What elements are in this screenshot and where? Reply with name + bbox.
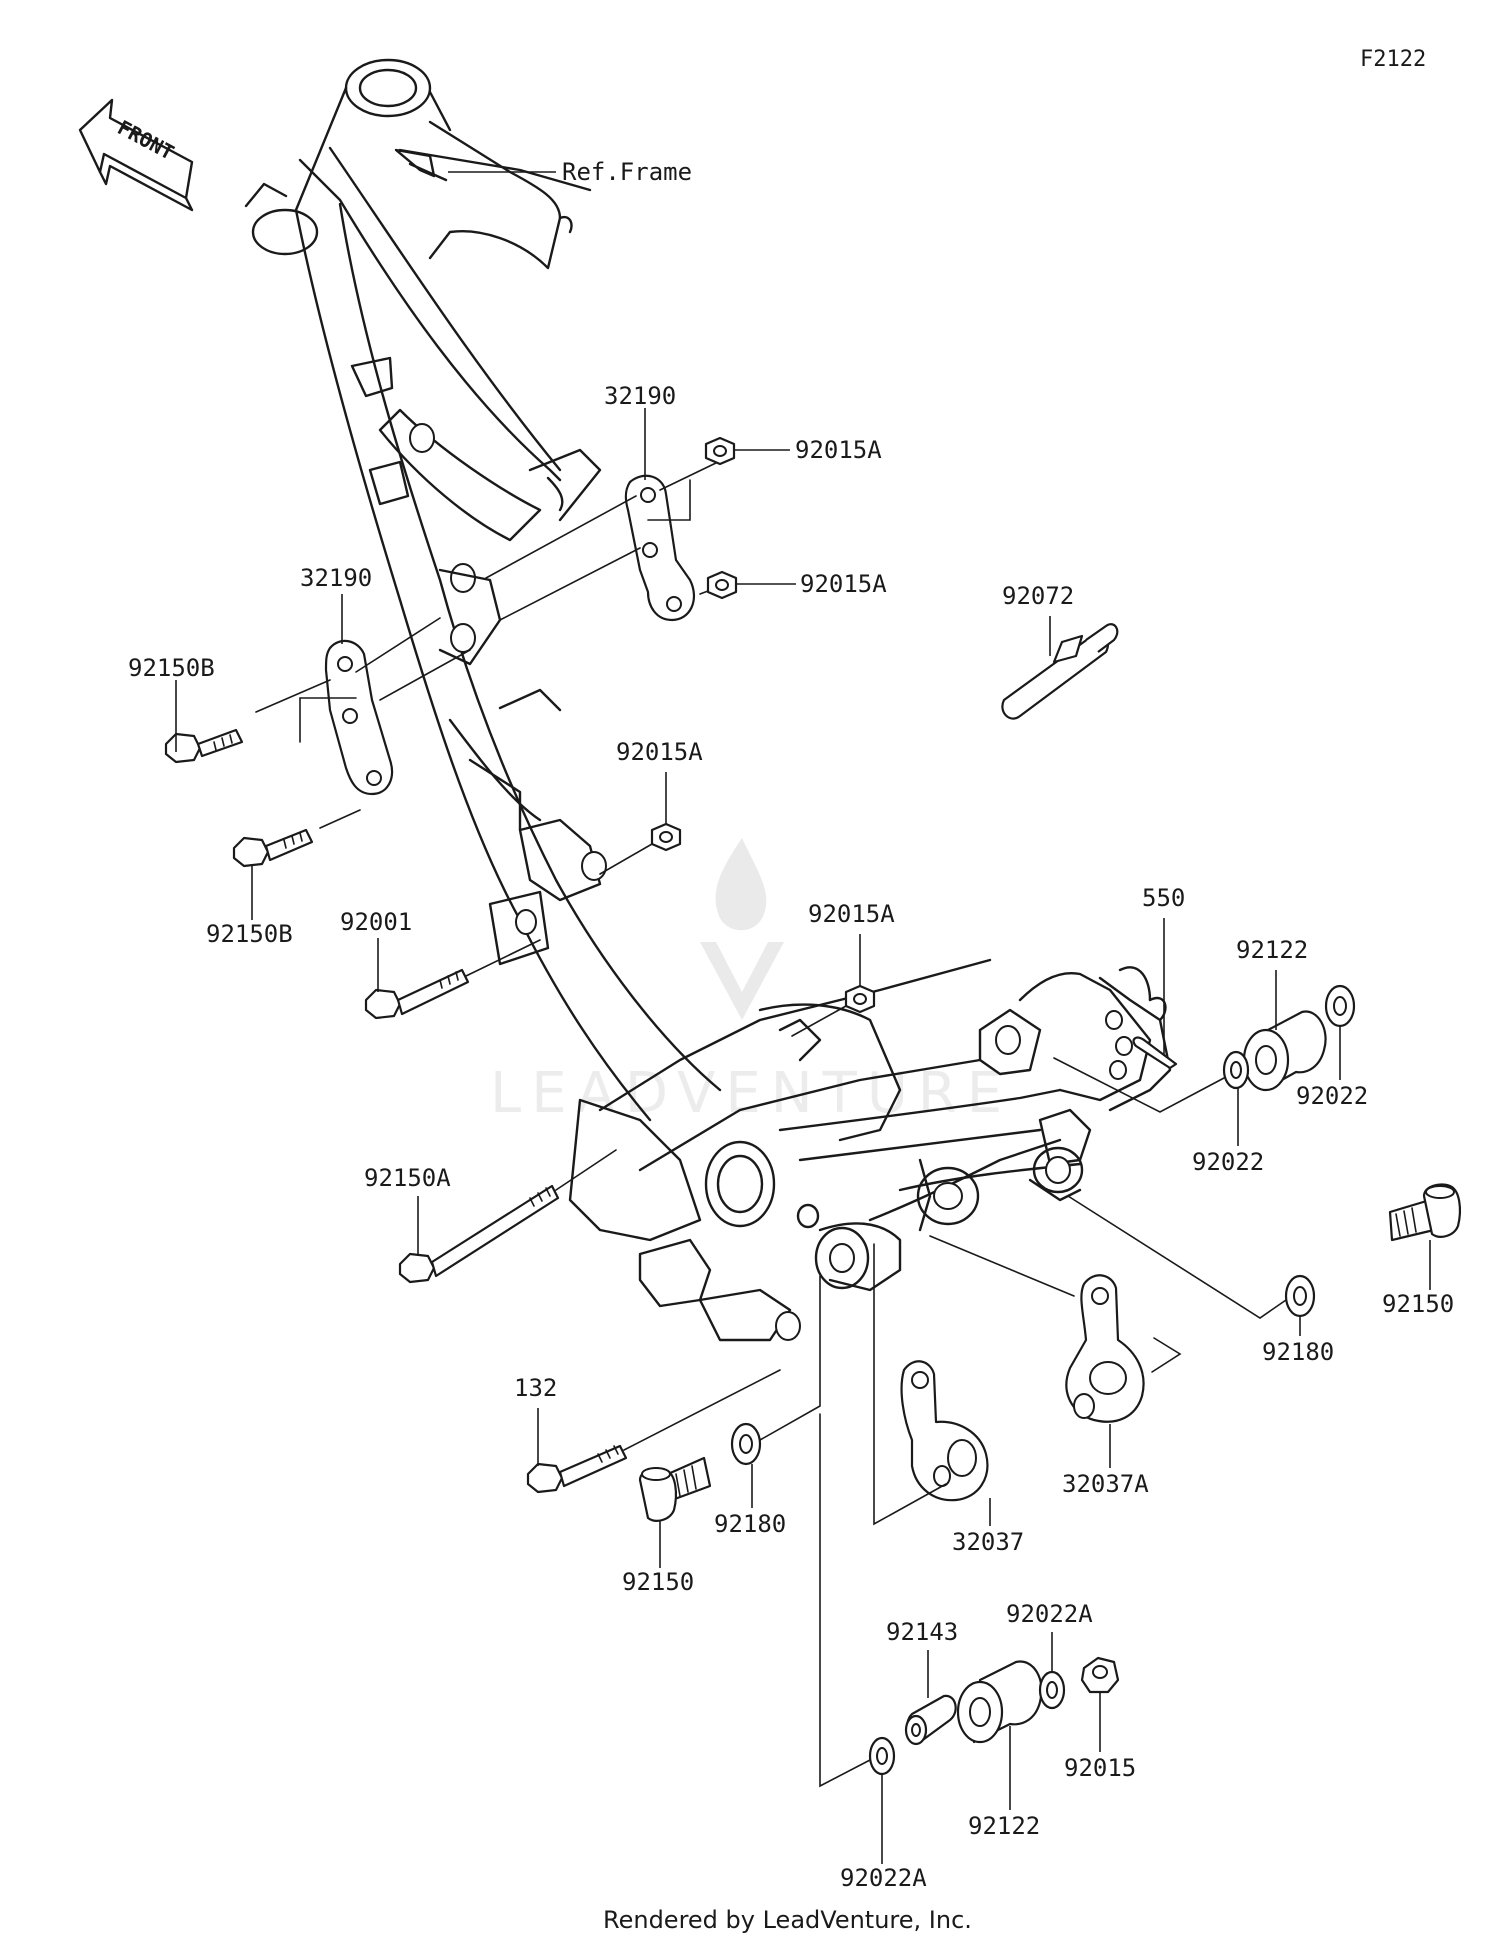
label-92015a-a: 92015A — [795, 436, 882, 464]
cotter-pin-550 — [1132, 1036, 1178, 1070]
label-ref-frame: Ref.Frame — [562, 158, 692, 186]
label-92022a-bottom: 92022A — [840, 1864, 927, 1892]
nut-92015a-c — [650, 822, 682, 852]
engine-mount-bracket-32037 — [900, 1360, 989, 1502]
motorcycle-frame — [244, 58, 1172, 1342]
front-arrow-icon: FRONT — [78, 98, 194, 212]
line-92022-mid — [1053, 1057, 1225, 1113]
washer-92022-mid — [1222, 1050, 1250, 1090]
bolt-92150b-upper — [164, 728, 244, 764]
label-92122-lower: 92122 — [968, 1812, 1040, 1840]
engine-mount-plate-upper — [624, 474, 696, 622]
label-92015a-c: 92015A — [616, 738, 703, 766]
label-32190-lower: 32190 — [300, 564, 372, 592]
leadventure-watermark: LEADVENTURE — [490, 838, 1012, 1126]
bolt-92001 — [364, 968, 470, 1020]
label-92150a: 92150A — [364, 1164, 451, 1192]
diagram-code: F2122 — [1360, 47, 1426, 72]
label-92022-right: 92022 — [1296, 1082, 1368, 1110]
label-92180-right: 92180 — [1262, 1338, 1334, 1366]
label-92022a-top: 92022A — [1006, 1600, 1093, 1628]
label-32190-upper: 32190 — [604, 382, 676, 410]
washer-92180-right — [1284, 1274, 1316, 1318]
label-132: 132 — [514, 1374, 557, 1402]
line-32037 — [873, 1243, 947, 1526]
bolt-92150b-lower — [232, 828, 314, 868]
footer-credit: Rendered by LeadVenture, Inc. — [603, 1906, 972, 1934]
label-92150b-lower: 92150B — [206, 920, 293, 948]
label-92143: 92143 — [886, 1618, 958, 1646]
nut-92015a-a — [704, 436, 736, 466]
label-92150b-upper: 92150B — [128, 654, 215, 682]
bolt-132 — [526, 1444, 628, 1494]
label-92001: 92001 — [340, 908, 412, 936]
line-92015a-d — [791, 1005, 847, 1037]
label-92015a-d: 92015A — [808, 900, 895, 928]
label-92015a-b: 92015A — [800, 570, 887, 598]
engine-mount-plate-lower — [324, 639, 394, 796]
front-arrow-label: FRONT — [114, 115, 178, 164]
line-132 — [623, 1369, 781, 1451]
washer-92022a-bottom — [868, 1736, 896, 1776]
line-92015a-c — [599, 843, 653, 875]
collar-92122-lower — [956, 1660, 1043, 1744]
sleeve-92143 — [904, 1694, 957, 1746]
engine-mount-bracket-32037a — [1065, 1274, 1145, 1423]
label-92122-right: 92122 — [1236, 936, 1308, 964]
bolt-92150-lower — [638, 1456, 712, 1522]
line-92001 — [465, 939, 541, 977]
label-92015: 92015 — [1064, 1754, 1136, 1782]
label-92150-right: 92150 — [1382, 1290, 1454, 1318]
label-550: 550 — [1142, 884, 1185, 912]
label-32037: 32037 — [952, 1528, 1024, 1556]
collar-92122-right — [1242, 1010, 1327, 1092]
washer-92022a-top — [1038, 1670, 1066, 1710]
label-92150-lower: 92150 — [622, 1568, 694, 1596]
line-92150a — [555, 1149, 617, 1191]
watermark-text: LEADVENTURE — [490, 1061, 1012, 1126]
clamp-band-92072 — [1001, 623, 1119, 720]
nut-92015 — [1080, 1656, 1120, 1694]
label-92022-mid: 92022 — [1192, 1148, 1264, 1176]
line-lower-assembly — [819, 1413, 871, 1788]
washer-92022-right — [1324, 984, 1356, 1028]
label-92180-lower: 92180 — [714, 1510, 786, 1538]
alignment-lines-lower — [255, 617, 471, 829]
line-32037a-b — [929, 1235, 1075, 1297]
line-92180-right — [1067, 1195, 1287, 1319]
line-92180-lower — [759, 1275, 821, 1441]
line-32037a-a — [1151, 1337, 1182, 1373]
label-32037a: 32037A — [1062, 1470, 1149, 1498]
nut-92015a-b — [706, 570, 738, 600]
bolt-92150a — [398, 1184, 560, 1284]
bolt-92150-right — [1388, 1183, 1461, 1242]
nut-92015a-d — [844, 984, 876, 1014]
label-92072: 92072 — [1002, 582, 1074, 610]
washer-92180-lower — [730, 1422, 762, 1466]
